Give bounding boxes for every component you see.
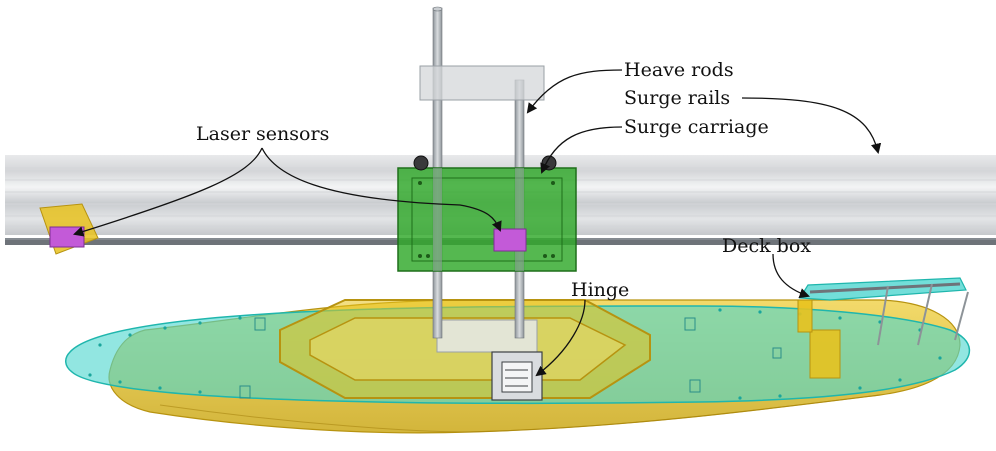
hinge-arrow bbox=[535, 299, 586, 377]
label-deck-box: Deck box bbox=[722, 235, 811, 257]
annotation-arrows bbox=[73, 69, 882, 377]
laser-sensor-right-arrow bbox=[261, 147, 502, 232]
surge-carriage-arrow bbox=[540, 126, 623, 174]
label-hinge: Hinge bbox=[571, 279, 629, 301]
deck-box bbox=[797, 277, 969, 379]
heave-rods-arrow bbox=[526, 69, 623, 114]
label-heave-rods: Heave rods bbox=[624, 59, 734, 81]
label-surge-rails: Surge rails bbox=[624, 87, 730, 109]
label-surge-carriage: Surge carriage bbox=[624, 116, 769, 138]
laser-sensor-left-arrow bbox=[73, 147, 263, 237]
surge-carriage bbox=[397, 155, 577, 272]
label-laser-sensors: Laser sensors bbox=[196, 123, 329, 145]
deck-box-arrow bbox=[772, 253, 810, 299]
surge-rails-arrow bbox=[741, 97, 882, 155]
laser-sensor-right bbox=[493, 228, 527, 252]
